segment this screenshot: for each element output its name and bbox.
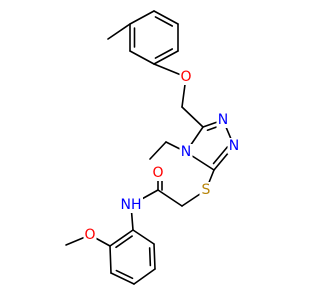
carbonyl-oxygen-label-mask [151,165,165,181]
amide-nh-label-mask [119,197,143,213]
bond-r4-r5-inner [154,48,174,59]
thioether-sulfur-label-mask [199,182,213,198]
bond-a4-a5 [133,268,156,285]
bond-a5-a6-inner [148,247,152,267]
bond-a3-a4-inner [115,269,134,280]
bond-layer [65,10,235,285]
bond-et1-et2 [149,141,167,160]
bond-r5-r6 [129,50,155,65]
triazole-n2-label: N [229,138,239,154]
methoxy-oxygen-label-mask [83,227,97,243]
bond-a2-a3 [109,245,112,274]
methoxy-oxygen-label: O [84,227,95,243]
bond-r1-me [107,23,131,40]
bond-n2-c3-inner [212,145,229,165]
bond-r4-r5 [153,50,179,65]
triazole-n1-label: N [218,112,228,128]
ether-oxygen-label-mask [179,69,193,85]
thioether-sulfur-label: S [202,182,211,198]
bond-c8-c5 [181,106,204,128]
triazole-n2-label-mask [227,138,241,154]
triazole-n1-label-mask [216,112,230,128]
bond-a1-a2 [109,229,134,247]
bond-r2-r3-inner [154,16,174,27]
carbonyl-oxygen-label: O [152,165,163,181]
bond-a3-a4 [110,272,135,285]
bond-a1-a2-inner [115,235,133,249]
bond-ch2-cco [157,189,183,207]
amide-nh-label: NH [121,197,142,213]
bond-r2-r3 [153,10,179,25]
bond-a5-a6 [153,243,156,270]
bond-a6-a1 [132,229,155,245]
triazole-n4-label-mask [179,144,193,160]
triazole-n4-label: N [181,144,191,160]
ether-oxygen-label: O [180,69,191,85]
bond-r1-r2 [129,10,155,25]
